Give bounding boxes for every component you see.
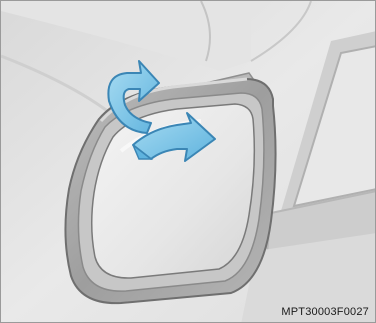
figure-code: MPT30003F0027 [281, 306, 369, 318]
